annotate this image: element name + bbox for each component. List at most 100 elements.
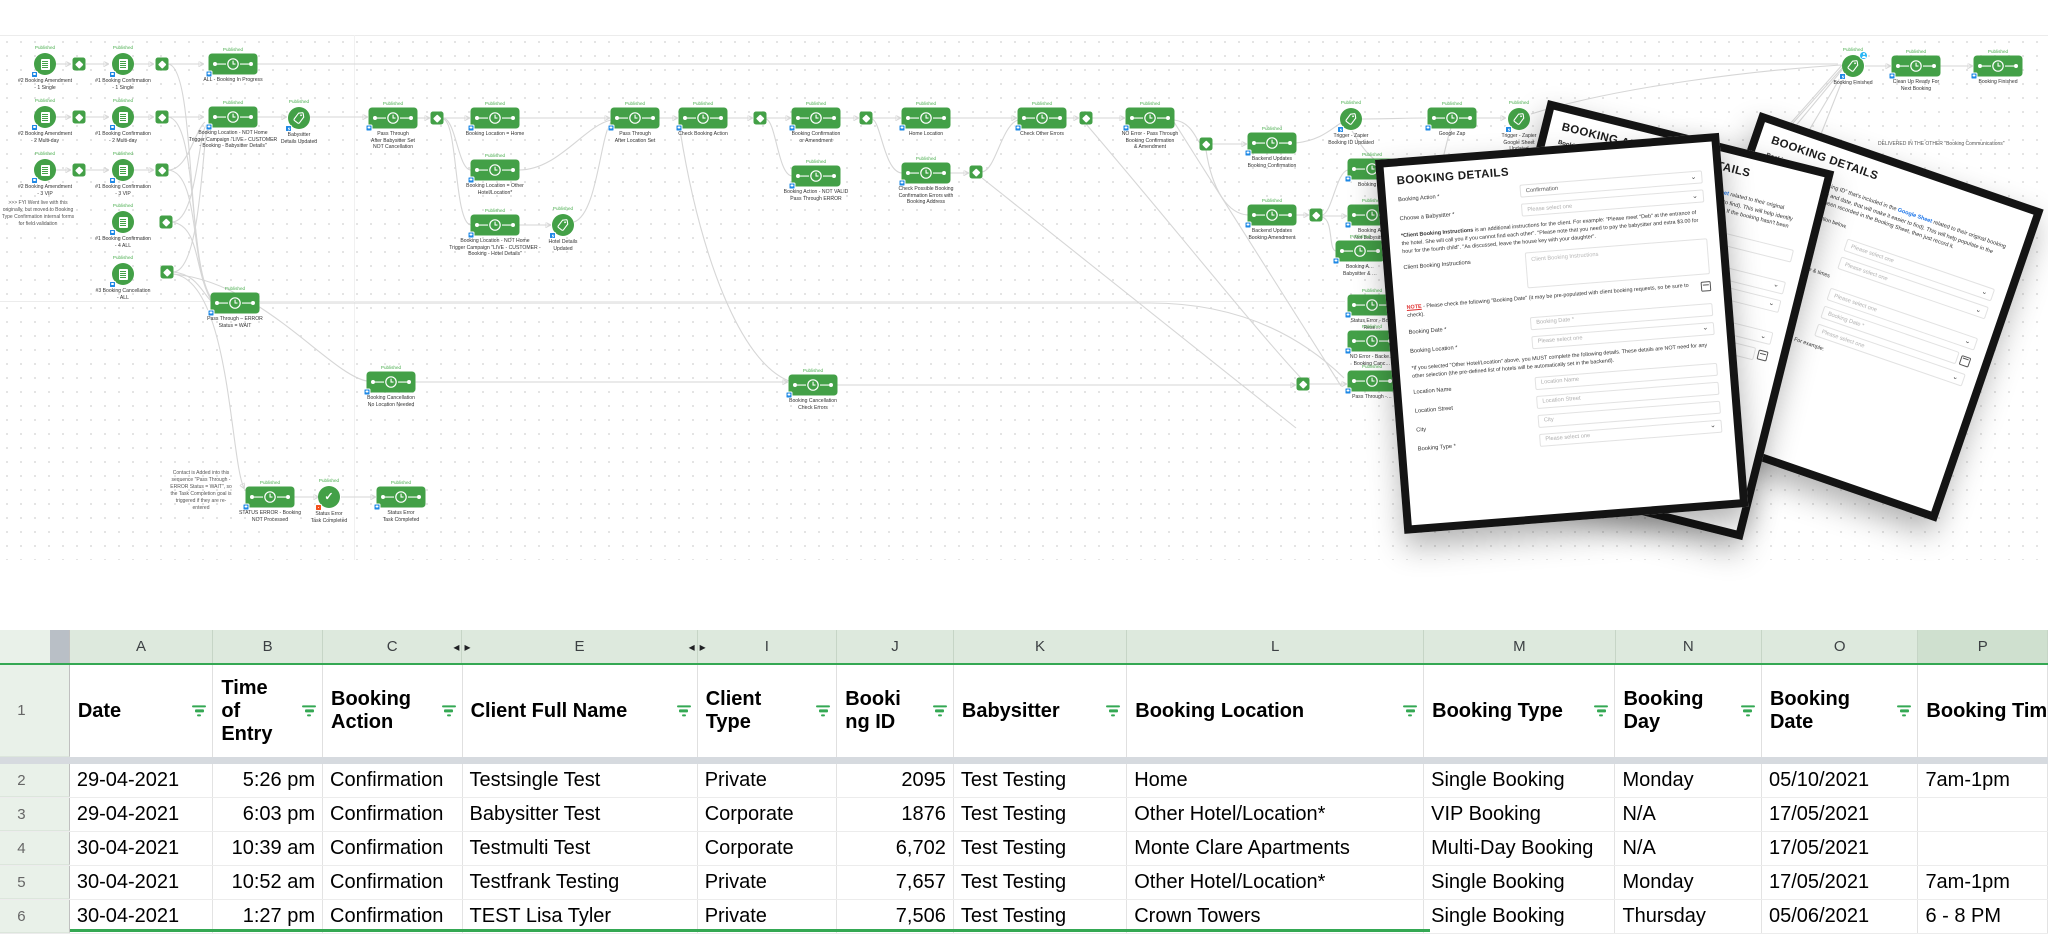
cell-B6[interactable]: 1:27 pm (213, 900, 323, 933)
branch-diamond-icon[interactable] (1199, 137, 1213, 151)
cell-N6[interactable]: Thursday (1615, 900, 1762, 933)
cell-E6[interactable]: TEST Lisa Tyler (463, 900, 698, 933)
cell-E2[interactable]: Testsingle Test (463, 764, 698, 797)
branch-diamond-icon[interactable] (753, 111, 767, 125)
unhide-columns-icon[interactable]: ◂ (453, 639, 460, 654)
cell-A6[interactable]: 30-04-2021 (70, 900, 214, 933)
cell-C6[interactable]: Confirmation (323, 900, 463, 933)
unhide-columns-icon[interactable]: ◂ (688, 639, 695, 654)
cell-N4[interactable]: N/A (1615, 832, 1762, 865)
row-number[interactable]: 6 (0, 900, 70, 933)
filter-icon[interactable] (1897, 705, 1912, 717)
filter-icon[interactable] (1106, 705, 1121, 717)
filter-icon[interactable] (441, 705, 456, 717)
unhide-columns-icon[interactable]: ▸ (699, 639, 706, 654)
cell-J3[interactable]: 1876 (837, 798, 954, 831)
cell-P6[interactable]: 6 - 8 PM (1918, 900, 2048, 933)
cell-M4[interactable]: Multi-Day Booking (1424, 832, 1616, 865)
cell-J6[interactable]: 7,506 (837, 900, 954, 933)
cell-P5[interactable]: 7am-1pm (1918, 866, 2048, 899)
select-all-corner[interactable] (0, 630, 70, 663)
column-header-K[interactable]: Babysitter (953, 665, 1128, 757)
column-letter-N[interactable]: N (1615, 630, 1762, 663)
cell-K2[interactable]: Test Testing (954, 764, 1128, 797)
filter-icon[interactable] (1403, 705, 1418, 717)
cell-A2[interactable]: 29-04-2021 (70, 764, 214, 797)
column-header-N[interactable]: Booking Day (1615, 665, 1762, 757)
cell-N2[interactable]: Monday (1615, 764, 1762, 797)
column-letter-A[interactable]: A (69, 630, 214, 663)
cell-E5[interactable]: Testfrank Testing (463, 866, 698, 899)
cell-O2[interactable]: 05/10/2021 (1762, 764, 1919, 797)
cell-K3[interactable]: Test Testing (954, 798, 1128, 831)
calendar-icon[interactable] (1700, 281, 1712, 293)
column-header-O[interactable]: Booking Date (1761, 665, 1919, 757)
branch-diamond-icon[interactable] (160, 265, 174, 279)
column-letter-J[interactable]: J (837, 630, 954, 663)
cell-P2[interactable]: 7am-1pm (1918, 764, 2048, 797)
cell-I3[interactable]: Corporate (698, 798, 838, 831)
textarea-field[interactable]: Client Booking Instructions (1524, 238, 1711, 289)
row-number[interactable]: 2 (0, 764, 70, 797)
row-number[interactable]: 4 (0, 832, 70, 865)
column-letter-I[interactable]: ▸I (697, 630, 838, 663)
cell-E4[interactable]: Testmulti Test (463, 832, 698, 865)
cell-B4[interactable]: 10:39 am (213, 832, 323, 865)
row-number[interactable]: 1 (0, 665, 70, 757)
cell-C3[interactable]: Confirmation (323, 798, 463, 831)
branch-diamond-icon[interactable] (430, 111, 444, 125)
filter-icon[interactable] (1594, 705, 1609, 717)
column-header-E[interactable]: Client Full Name (462, 665, 698, 757)
cell-I2[interactable]: Private (698, 764, 838, 797)
cell-J2[interactable]: 2095 (837, 764, 954, 797)
column-letter-B[interactable]: B (213, 630, 323, 663)
cell-M2[interactable]: Single Booking (1424, 764, 1616, 797)
branch-diamond-icon[interactable] (72, 57, 86, 71)
cell-O3[interactable]: 17/05/2021 (1762, 798, 1919, 831)
cell-I5[interactable]: Private (698, 866, 838, 899)
cell-L4[interactable]: Monte Clare Apartments (1127, 832, 1425, 865)
cell-A3[interactable]: 29-04-2021 (70, 798, 214, 831)
branch-diamond-icon[interactable] (969, 165, 983, 179)
cell-M6[interactable]: Single Booking (1424, 900, 1616, 933)
branch-diamond-icon[interactable] (72, 163, 86, 177)
branch-diamond-icon[interactable] (155, 57, 169, 71)
column-header-M[interactable]: Booking Type (1424, 665, 1616, 757)
row-number[interactable]: 5 (0, 866, 70, 899)
branch-diamond-icon[interactable] (72, 110, 86, 124)
filter-icon[interactable] (676, 705, 691, 717)
cell-L3[interactable]: Other Hotel/Location* (1127, 798, 1425, 831)
cell-N5[interactable]: Monday (1615, 866, 1762, 899)
filter-icon[interactable] (192, 705, 207, 717)
column-letter-P[interactable]: P (1918, 630, 2048, 663)
filter-icon[interactable] (302, 705, 317, 717)
column-header-A[interactable]: Date (69, 665, 214, 757)
cell-M3[interactable]: VIP Booking (1424, 798, 1616, 831)
branch-diamond-icon[interactable] (1309, 208, 1323, 222)
branch-diamond-icon[interactable] (1296, 377, 1310, 391)
branch-diamond-icon[interactable] (159, 215, 173, 229)
cell-P3[interactable] (1918, 798, 2048, 831)
cell-O6[interactable]: 05/06/2021 (1762, 900, 1919, 933)
cell-M5[interactable]: Single Booking (1424, 866, 1616, 899)
column-letter-O[interactable]: O (1762, 630, 1919, 663)
filter-icon[interactable] (932, 705, 947, 717)
filter-icon[interactable] (1740, 705, 1755, 717)
cell-L5[interactable]: Other Hotel/Location* (1127, 866, 1425, 899)
cell-O4[interactable]: 17/05/2021 (1762, 832, 1919, 865)
column-header-I[interactable]: Client Type (697, 665, 838, 757)
cell-C5[interactable]: Confirmation (323, 866, 463, 899)
branch-diamond-icon[interactable] (155, 110, 169, 124)
cell-L2[interactable]: Home (1127, 764, 1425, 797)
cell-N3[interactable]: N/A (1615, 798, 1762, 831)
cell-A4[interactable]: 30-04-2021 (70, 832, 214, 865)
column-header-C[interactable]: Booking Action (323, 665, 463, 757)
filter-icon[interactable] (816, 705, 831, 717)
cell-C4[interactable]: Confirmation (323, 832, 463, 865)
cell-E3[interactable]: Babysitter Test (463, 798, 698, 831)
cell-P4[interactable] (1918, 832, 2048, 865)
cell-K4[interactable]: Test Testing (954, 832, 1128, 865)
calendar-icon[interactable] (1958, 354, 1972, 368)
cell-B2[interactable]: 5:26 pm (213, 764, 323, 797)
row-number[interactable]: 3 (0, 798, 70, 831)
